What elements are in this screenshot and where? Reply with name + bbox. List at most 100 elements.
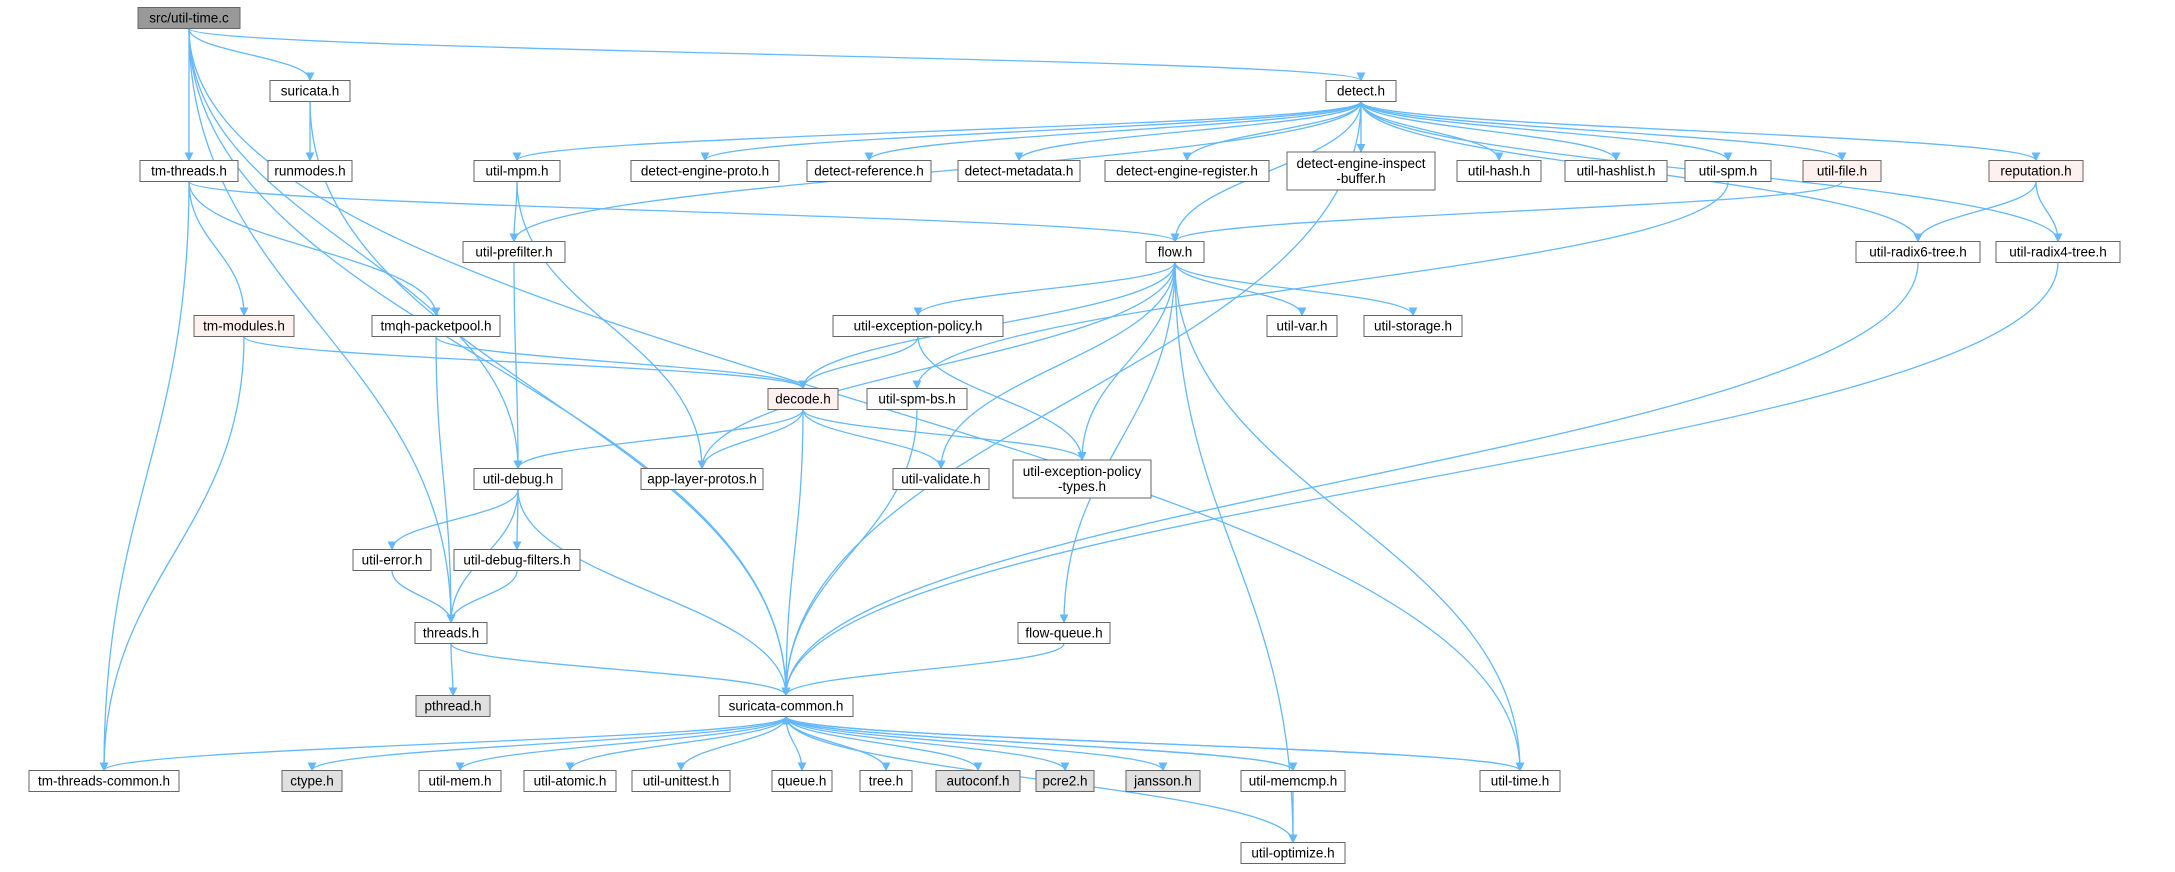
- edge-flow_h-to-util_optimize_h: [1174, 262, 1298, 844]
- node-pthread-h[interactable]: pthread.h: [415, 695, 491, 717]
- node-label: -types.h: [1058, 479, 1106, 494]
- node-util-hashlist-h[interactable]: util-hashlist.h: [1564, 160, 1668, 182]
- node-util-spm-h[interactable]: util-spm.h: [1684, 160, 1772, 182]
- edge-flow_h-to-app_layer_protos_h: [697, 262, 1176, 470]
- node-detect-engine-register-h[interactable]: detect-engine-register.h: [1104, 160, 1270, 182]
- node-reputation-h[interactable]: reputation.h: [1988, 160, 2084, 182]
- node-util-atomic-h[interactable]: util-atomic.h: [523, 770, 617, 792]
- node-label: util-memcmp.h: [1249, 774, 1338, 789]
- node-util-exception-policy-h[interactable]: util-exception-policy.h: [832, 315, 1004, 337]
- node-util-file-h[interactable]: util-file.h: [1802, 160, 1882, 182]
- node-box: [630, 160, 780, 182]
- node-label: decode.h: [775, 392, 831, 407]
- node-box: [1035, 770, 1095, 792]
- node-tree-h[interactable]: tree.h: [859, 770, 913, 792]
- node-tm-threads-h[interactable]: tm-threads.h: [139, 160, 239, 182]
- edge-suricata_common_h-to-util_mem_h: [455, 716, 787, 772]
- node-decode-h[interactable]: decode.h: [767, 388, 839, 410]
- node-util-storage-h[interactable]: util-storage.h: [1363, 315, 1463, 337]
- node-util-time-h[interactable]: util-time.h: [1479, 770, 1561, 792]
- edge-tm_threads_h-to-tm_threads_common_h: [99, 181, 190, 772]
- node-box: [473, 468, 563, 490]
- node-detect-engine-proto-h[interactable]: detect-engine-proto.h: [630, 160, 780, 182]
- node-util-time-c[interactable]: src/util-time.c: [137, 7, 241, 29]
- node-label: -buffer.h: [1336, 171, 1385, 186]
- edge-decode_h-to-util_validate_h: [802, 409, 946, 470]
- node-suricata-h[interactable]: suricata.h: [269, 80, 351, 102]
- node-label: pthread.h: [424, 699, 481, 714]
- edge-suricata_common_h-to-autoconf_h: [785, 716, 983, 772]
- node-pcre2-h[interactable]: pcre2.h: [1035, 770, 1095, 792]
- node-label: runmodes.h: [274, 164, 345, 179]
- edge-tmqh_packetpool_h-to-threads_h: [435, 336, 456, 624]
- edge-detect_h-to-suricata_common_h: [781, 101, 1362, 697]
- node-label: queue.h: [778, 774, 827, 789]
- node-detect-engine-inspect-buffer-h[interactable]: detect-engine-inspect-buffer.h: [1286, 151, 1436, 191]
- node-box: [1684, 160, 1772, 182]
- node-label: tree.h: [869, 774, 904, 789]
- node-util-validate-h[interactable]: util-validate.h: [892, 468, 990, 490]
- edge-util_exception_policy_h-to-util_exception_policy_types_h: [917, 336, 1087, 461]
- node-box: [631, 770, 731, 792]
- edge-decode_h-to-util_exception_policy_types_h: [802, 409, 1087, 461]
- node-util-radix6-tree-h[interactable]: util-radix6-tree.h: [1855, 241, 1981, 263]
- node-label: util-mpm.h: [485, 164, 548, 179]
- node-queue-h[interactable]: queue.h: [771, 770, 833, 792]
- node-tmqh-packetpool-h[interactable]: tmqh-packetpool.h: [371, 315, 501, 337]
- node-detect-reference-h[interactable]: detect-reference.h: [806, 160, 932, 182]
- node-util-mpm-h[interactable]: util-mpm.h: [473, 160, 561, 182]
- node-util-prefilter-h[interactable]: util-prefilter.h: [462, 241, 566, 263]
- node-label: suricata-common.h: [729, 699, 844, 714]
- node-util-hash-h[interactable]: util-hash.h: [1456, 160, 1542, 182]
- node-util-debug-filters-h[interactable]: util-debug-filters.h: [453, 549, 581, 571]
- edge-util_time_c-to-detect_h: [188, 27, 1366, 82]
- node-label: util-storage.h: [1374, 319, 1452, 334]
- node-util-memcmp-h[interactable]: util-memcmp.h: [1240, 770, 1346, 792]
- node-util-error-h[interactable]: util-error.h: [352, 549, 432, 571]
- node-tm-threads-common-h[interactable]: tm-threads-common.h: [28, 770, 180, 792]
- node-box: [1325, 80, 1397, 102]
- edge-detect_h-to-util_mpm_h: [512, 100, 1362, 162]
- node-flow-h[interactable]: flow.h: [1145, 241, 1205, 263]
- node-box: [1125, 770, 1201, 792]
- edge-detect_h-to-detect_metadata_h: [1014, 101, 1362, 162]
- edge-util_time_c-to-util_time_h: [188, 28, 1525, 772]
- node-label: util-unittest.h: [643, 774, 720, 789]
- node-box: [193, 315, 295, 337]
- edge-detect_h-to-util_file_h: [1360, 101, 1847, 162]
- node-threads-h[interactable]: threads.h: [414, 622, 488, 644]
- node-util-exception-policy-types-h[interactable]: util-exception-policy-types.h: [1012, 459, 1152, 499]
- node-label: src/util-time.c: [149, 11, 229, 26]
- node-util-unittest-h[interactable]: util-unittest.h: [631, 770, 731, 792]
- node-util-radix4-tree-h[interactable]: util-radix4-tree.h: [1995, 241, 2121, 263]
- node-box: [1286, 151, 1436, 191]
- edge-suricata_common_h-to-pcre2_h: [785, 716, 1070, 772]
- node-ctype-h[interactable]: ctype.h: [281, 770, 343, 792]
- edge-detect_h-to-detect_engine_register_h: [1182, 101, 1362, 162]
- edge-detect_h-to-util_spm_h: [1360, 101, 1733, 162]
- node-tm-modules-h[interactable]: tm-modules.h: [193, 315, 295, 337]
- edge-suricata_common_h-to-util_atomic_h: [565, 716, 787, 772]
- node-box: [1995, 241, 2121, 263]
- node-jansson-h[interactable]: jansson.h: [1125, 770, 1201, 792]
- edge-util_radix4_tree_h-to-suricata_common_h: [781, 262, 2059, 697]
- edge-util_exception_policy_h-to-decode_h: [798, 336, 919, 390]
- edge-tm_threads_h-to-flow_h: [188, 180, 1180, 243]
- node-detect-h[interactable]: detect.h: [1325, 80, 1397, 102]
- node-box: [892, 468, 990, 490]
- node-suricata-common-h[interactable]: suricata-common.h: [718, 695, 854, 717]
- node-util-var-h[interactable]: util-var.h: [1266, 315, 1338, 337]
- node-box: [767, 388, 839, 410]
- node-runmodes-h[interactable]: runmodes.h: [267, 160, 353, 182]
- node-detect-metadata-h[interactable]: detect-metadata.h: [957, 160, 1081, 182]
- node-app-layer-protos-h[interactable]: app-layer-protos.h: [640, 468, 764, 490]
- node-label: reputation.h: [2000, 164, 2071, 179]
- edge-util_spm_bs_h-to-suricata_common_h: [781, 409, 918, 697]
- node-util-debug-h[interactable]: util-debug.h: [473, 468, 563, 490]
- node-autoconf-h[interactable]: autoconf.h: [935, 770, 1021, 792]
- node-util-mem-h[interactable]: util-mem.h: [418, 770, 502, 792]
- node-util-spm-bs-h[interactable]: util-spm-bs.h: [866, 388, 968, 410]
- edge-util_mpm_h-to-util_prefilter_h: [509, 181, 519, 243]
- node-util-optimize-h[interactable]: util-optimize.h: [1240, 842, 1346, 864]
- node-flow-queue-h[interactable]: flow-queue.h: [1017, 622, 1111, 644]
